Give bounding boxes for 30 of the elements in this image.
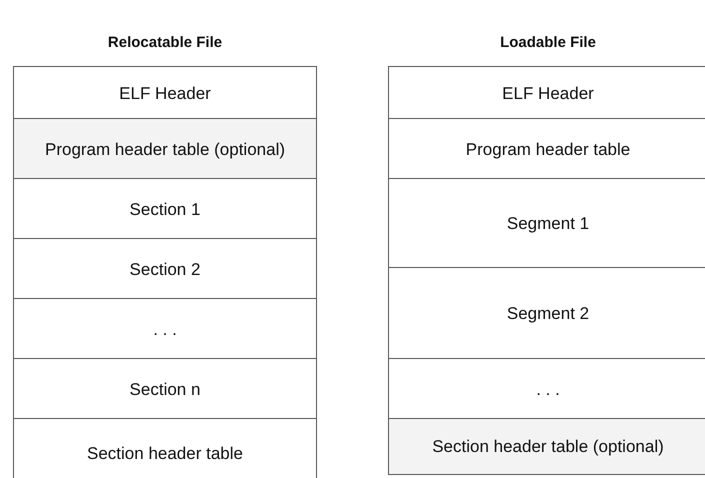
row-label: Segment 2: [506, 304, 590, 323]
table-row: [388, 267, 705, 360]
row-label: ELF Header: [119, 84, 211, 102]
table-row: [388, 358, 705, 420]
table-row: [388, 418, 705, 475]
table-row: [13, 298, 317, 360]
row-label: . . .: [536, 380, 560, 398]
table-row: [13, 118, 317, 180]
column-title: Relocatable File: [106, 34, 224, 51]
table-row: [388, 178, 705, 269]
row-label: Program header table (optional): [44, 140, 286, 158]
row-label: Section 1: [130, 200, 200, 218]
file-layout-column: [13, 34, 317, 478]
row-label: Section 2: [130, 260, 200, 278]
file-layout-column: [388, 34, 705, 478]
table-row: [388, 118, 705, 180]
table-row: [13, 418, 317, 478]
row-label: Section n: [130, 380, 200, 398]
row-label: ELF Header: [502, 84, 594, 102]
table-row: [13, 358, 317, 420]
row-label: . . .: [153, 320, 177, 338]
row-label: Section header table: [87, 444, 243, 463]
row-label: Segment 1: [506, 214, 590, 233]
table-row: [13, 238, 317, 300]
row-label: Section header table (optional): [432, 437, 664, 456]
table-row: [13, 66, 317, 120]
table-row: [13, 178, 317, 240]
table-row: [388, 66, 705, 120]
column-title: Loadable File: [499, 34, 597, 51]
row-label: Program header table: [466, 140, 630, 158]
